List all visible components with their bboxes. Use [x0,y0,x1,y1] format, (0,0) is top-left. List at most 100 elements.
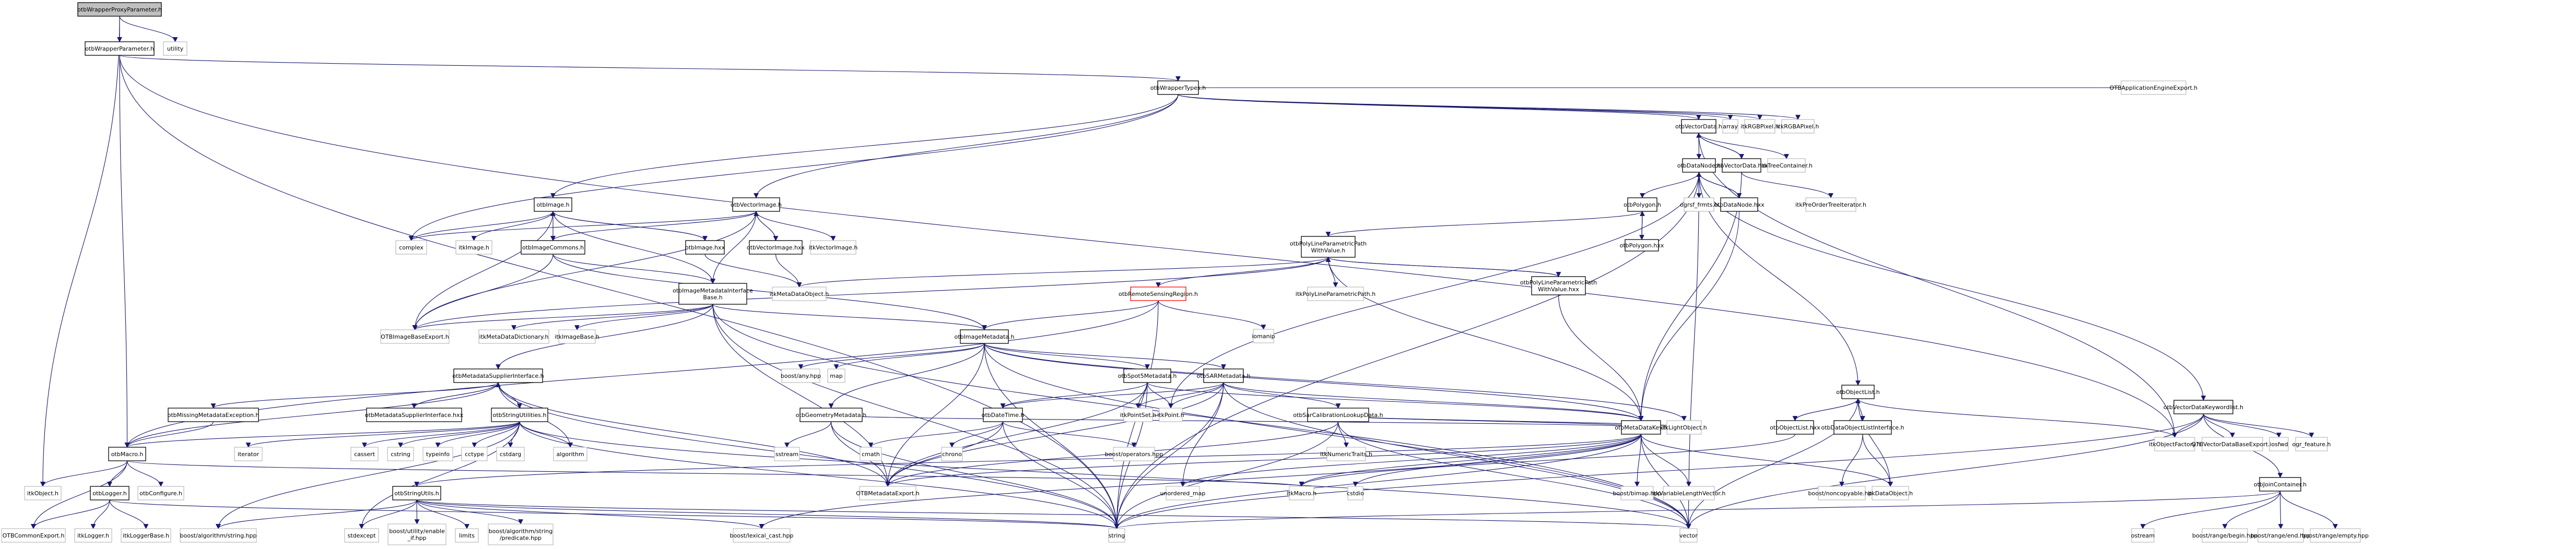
graph-node-image[interactable]: otbImage.h [534,197,572,212]
graph-node-mdkey[interactable]: otbMetaDataKey.h [1615,420,1667,435]
graph-node-geommd[interactable]: otbGeometryMetadata.h [796,408,866,422]
graph-node-vdkeyword[interactable]: otbVectorDataKeywordlist.h [2163,400,2243,414]
graph-node-joincont[interactable]: otbJoinContainer.h [2254,477,2307,492]
node-label: Base.h [703,294,722,301]
graph-node-strutils[interactable]: otbStringUtils.h [392,486,441,500]
graph-node-imagebase: itkImageBase.h [555,329,599,344]
graph-node-cmath: cmath [860,447,882,461]
graph-node-types[interactable]: otbWrapperTypes.h [1150,80,1206,95]
graph-node-vdatahxx[interactable]: otbVectorData.hxx [1715,158,1769,173]
graph-node-boostops: boost/operators.hpp [1105,447,1163,461]
dependency-edge-strutils-to-limits [416,499,469,529]
graph-node-rsregion[interactable]: otbRemoteSensingRegion.h [1119,287,1198,301]
node-box [1781,119,1815,134]
node-label: _if.hpp [407,535,426,542]
dependency-edge-macro-to-logger [107,460,128,487]
node-label: itkVariableLengthVector.h [1652,490,1726,497]
node-label: boost/range/empty.hpp [2302,532,2369,539]
dependency-edge-objlisthxx-to-objlist [1794,398,1861,421]
node-label: chrono [942,451,962,458]
dependency-edge-types-to-rgb [1178,94,1762,120]
graph-node-mdsupplierhxx[interactable]: otbMetadataSupplierInterface.hxx [365,408,464,422]
graph-node-imgcommons[interactable]: otbImageCommons.h [521,240,585,255]
node-box [1130,287,1186,301]
dependency-edge-dnode-to-vdkeyword [1698,172,2206,401]
graph-node-macro[interactable]: otbMacro.h [108,447,146,461]
graph-node-dnodehxx[interactable]: otbDataNode.hxx [1714,197,1765,212]
node-label: boost/any.hpp [781,373,821,379]
dependency-edge-sarmd-to-mdexport [885,382,1224,487]
node-box [521,240,585,255]
dependency-edge-vdkeyword-to-iosfwd [2203,413,2281,438]
graph-node-imgmd[interactable]: otbImageMetadata.h [954,329,1015,344]
graph-node-strutilities[interactable]: otbStringUtilities.h [491,408,548,422]
node-box [1326,447,1366,461]
graph-node-sarmd[interactable]: otbSARMetadata.h [1197,368,1251,383]
graph-node-missingmd[interactable]: otbMissingMetadataException.h [168,408,260,422]
dependency-edge-polygon-to-polyline [1325,211,1643,237]
graph-node-objlisthxx[interactable]: otbObjectList.hxx [1770,420,1820,435]
dependency-edge-strutilities-to-vector [519,421,1691,529]
graph-node-polygonhxx[interactable]: otbPolygon.hxx [1620,239,1664,252]
node-label: otbVectorDataKeywordlist.h [2163,404,2243,411]
dependency-edge-imibase-to-imgmd [712,304,987,330]
dependency-edge-strutils-to-stdexcept [359,499,417,529]
graph-node-vdata[interactable]: otbVectorData.h [1675,119,1722,134]
dependency-edge-imgcommons-to-imgmd [552,254,987,330]
dependency-edge-vimage-to-itkvimage [756,211,836,241]
graph-node-dnode[interactable]: otbDataNode.h [1677,158,1721,173]
node-box [74,528,112,543]
graph-node-dolistif[interactable]: otbDataObjectListInterface.h [1821,420,1904,435]
node-label: unordered_map [1160,490,1206,497]
node-box [2173,400,2233,414]
dependency-edge-dnodehxx-to-dnode [1696,172,1740,198]
graph-node-imagehxx[interactable]: otbImage.hxx [685,240,725,255]
graph-node-mdsupplier[interactable]: otbMetadataSupplierInterface.h [452,368,544,383]
dependency-edge-polyline-to-rsregion [1156,257,1329,288]
graph-node-spot5[interactable]: otbSpot5Metadata.h [1118,368,1177,383]
dependency-edge-polylinehxx-to-mdkey [1558,294,1644,421]
node-box [2131,528,2155,543]
graph-node-datetime[interactable]: otbDateTime.h [982,408,1025,422]
graph-node-itkpolyline: itkPolyLineParametricPath.h [1296,287,1375,301]
graph-node-vimagehxx[interactable]: otbVectorImage.hxx [747,240,805,255]
graph-node-ogrsf: ogrsf_frmts.h [1680,197,1718,212]
dependency-edge-joincont-to-ostream [2140,491,2281,529]
dependency-edge-sarmd-to-string [1114,382,1224,529]
node-label: otbPolygon.hxx [1620,242,1664,249]
dependency-edge-types-to-vdata [1178,94,1701,120]
node-label: otbImage.hxx [685,244,725,251]
graph-node-logger[interactable]: otbLogger.h [90,486,130,500]
dependency-edge-imgcommons-to-imgbaseexport [412,254,554,330]
graph-node-vimage[interactable]: otbVectorImage.h [731,197,782,212]
graph-node-iomanip: iomanip [1252,329,1275,343]
node-label: itkImage.h [458,244,489,251]
dependency-edge-vdkeyword-to-vdbaseexport [2203,413,2235,438]
node-label: /predicate.hpp [500,535,542,542]
dependency-edge-mdkey-to-bimap [1634,434,1642,487]
node-label: boost/algorithm/string.hpp [180,532,257,539]
dependency-edge-macro-to-configure [126,460,163,487]
node-box [350,447,379,461]
node-box [1776,420,1814,435]
node-label: utility [167,45,184,52]
node-box [774,447,800,461]
dependency-edge-strutils-to-boostalgstr [216,499,417,529]
graph-node-mddict: itkMetaDataDictionary.h [478,329,549,344]
graph-node-param[interactable]: otbWrapperParameter.h [85,41,155,56]
graph-node-objlist[interactable]: otbObjectList.h [1836,385,1880,399]
node-label: otbStringUtils.h [394,490,439,497]
node-box [2154,437,2195,451]
graph-node-sarcal[interactable]: otbSarCalibrationLookupData.h [1293,408,1383,422]
graph-node-polygon[interactable]: otbPolygon.h [1624,197,1661,212]
graph-node-lightobj: itkLightObject.h [1661,420,1707,435]
graph-node-proxy[interactable]: otbWrapperProxyParameter.h [77,2,162,17]
node-box [1666,420,1702,435]
graph-node-boostalgstr: boost/algorithm/string.hpp [180,528,257,543]
node-label: boost/utility/enable [389,528,445,535]
node-label: otbPolyLineParametricPath [1520,279,1597,286]
node-box [1841,385,1875,399]
